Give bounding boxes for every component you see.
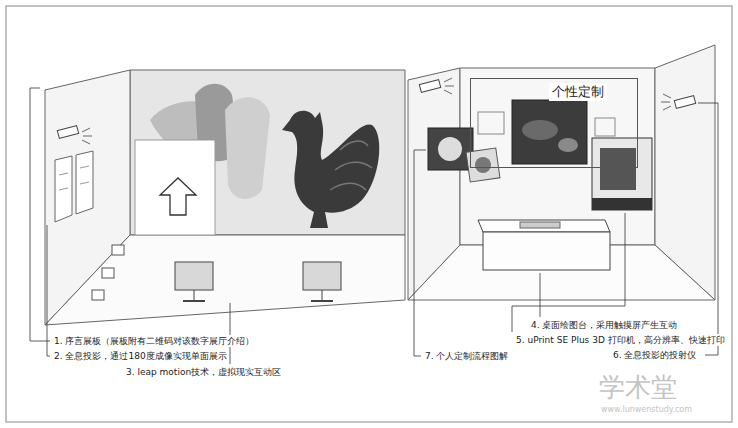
watermark: 学术堂 xyxy=(598,372,678,402)
board-title: 个性定制 xyxy=(549,83,607,101)
callout-text: 1. 序言展板（展板附有二维码对该数字展厅介绍） xyxy=(53,335,255,347)
callout-text: 2. 全息投影，通过180度成像实现单面展示 xyxy=(53,350,228,362)
callout-text: 7. 个人定制流程图解 xyxy=(424,350,509,362)
callout-text: 5. uPrint SE Plus 3D 打印机，高分辨率、快速打印 xyxy=(515,334,726,346)
callout-text: 3. leap motion技术，虚拟现实互动区 xyxy=(125,366,282,378)
callout-text: 6. 全息投影的投射仪 xyxy=(612,349,697,361)
callout-text: 4. 桌面绘图台，采用触摸屏产生互动 xyxy=(530,319,678,331)
watermark-url: www.lunwenstudy.com xyxy=(600,405,693,415)
custom-board: 个性定制 xyxy=(470,78,638,168)
